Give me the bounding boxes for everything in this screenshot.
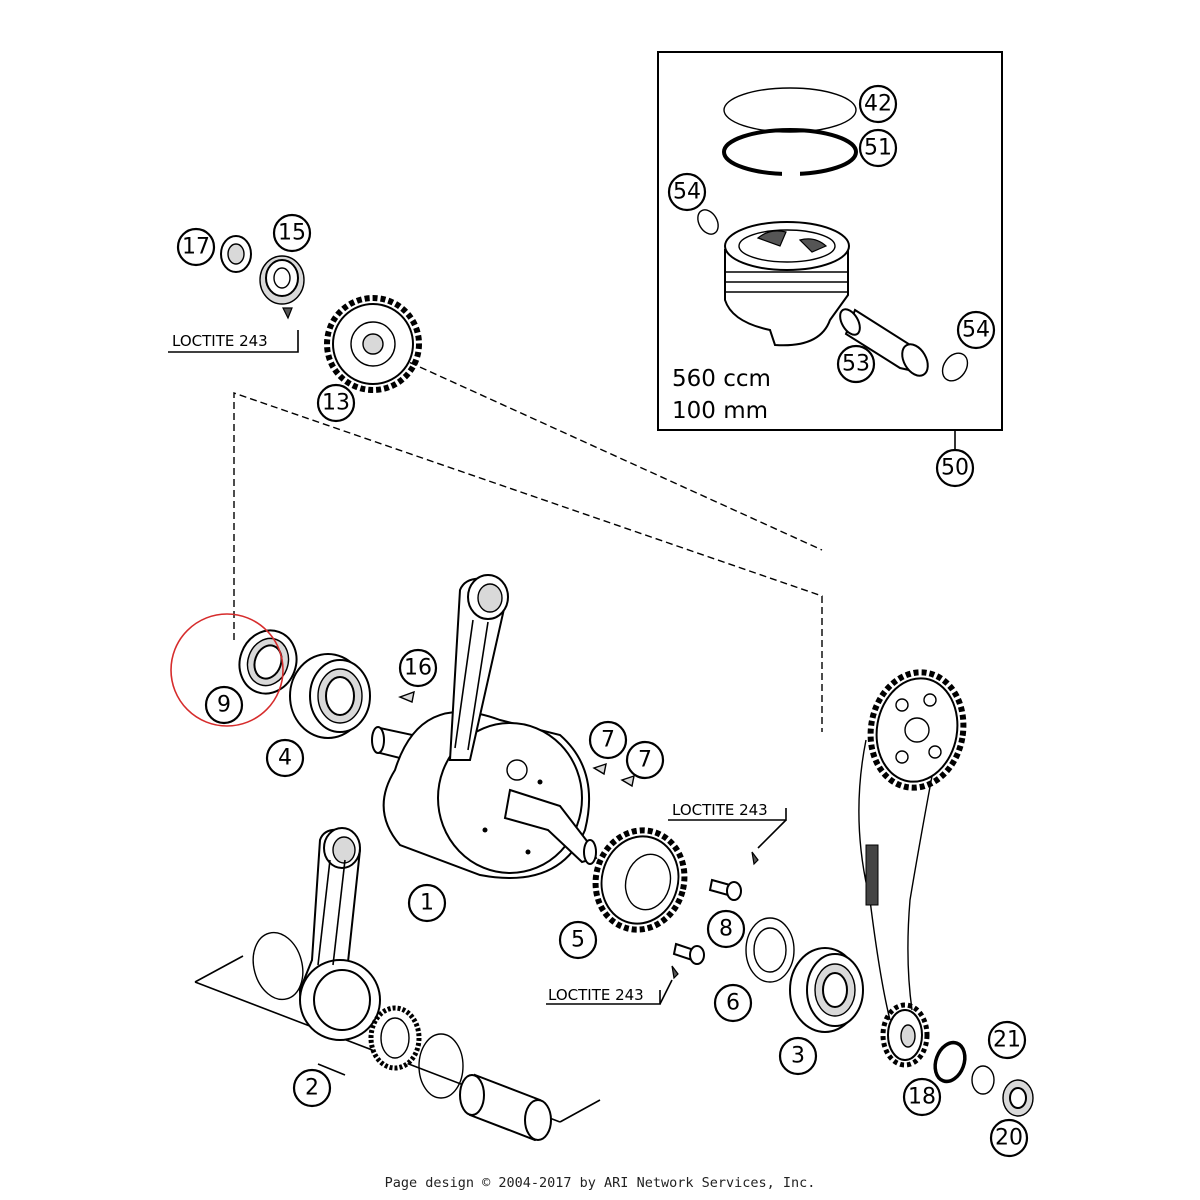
camshaft-sprocket <box>867 669 967 791</box>
svg-text:8: 8 <box>719 917 733 942</box>
callout-51[interactable]: 51 <box>858 128 898 168</box>
piston-pin-circlip-left <box>697 209 719 235</box>
svg-text:9: 9 <box>217 693 231 718</box>
svg-text:50: 50 <box>941 456 969 481</box>
callout-6[interactable]: 6 <box>713 983 753 1023</box>
woodruff-key-b <box>620 774 635 788</box>
callout-1[interactable]: 1 <box>407 883 447 923</box>
collar-nut <box>1002 1079 1034 1117</box>
svg-text:6: 6 <box>726 991 740 1016</box>
svg-text:54: 54 <box>673 180 701 205</box>
svg-text:53: 53 <box>842 352 870 377</box>
callout-53[interactable]: 53 <box>836 344 876 384</box>
screw-lower <box>671 942 705 980</box>
callout-13[interactable]: 13 <box>316 383 356 423</box>
crankshaft <box>371 710 598 879</box>
svg-text:4: 4 <box>278 746 292 771</box>
svg-text:16: 16 <box>404 656 432 681</box>
piston-kit-box: 560 ccm 100 mm <box>657 51 1003 450</box>
shim-washer <box>745 917 795 983</box>
oil-seal-small <box>220 235 252 273</box>
callout-9[interactable]: 9 <box>204 685 244 725</box>
svg-text:15: 15 <box>278 221 306 246</box>
loctite-label-bottom: LOCTITE 243 <box>548 986 644 1004</box>
timing-gear-upper <box>324 295 422 393</box>
svg-text:18: 18 <box>908 1085 936 1110</box>
svg-text:3: 3 <box>791 1044 805 1069</box>
svg-text:2: 2 <box>305 1076 319 1101</box>
callout-5[interactable]: 5 <box>558 920 598 960</box>
svg-text:13: 13 <box>322 391 350 416</box>
callout-42[interactable]: 42 <box>858 84 898 124</box>
highlight-circle <box>170 613 284 727</box>
svg-text:7: 7 <box>601 728 615 753</box>
woodruff-key-a <box>592 762 607 776</box>
loctite-label-right: LOCTITE 243 <box>672 801 768 819</box>
piston-pin-circlip-right <box>941 352 969 382</box>
piston <box>724 221 850 347</box>
connecting-rod-kit <box>252 827 552 1142</box>
piston-ring-top <box>723 87 857 133</box>
svg-text:5: 5 <box>571 928 585 953</box>
circlip <box>933 1040 967 1084</box>
callout-21[interactable]: 21 <box>987 1020 1027 1060</box>
callout-17[interactable]: 17 <box>176 227 216 267</box>
callout-16[interactable]: 16 <box>398 648 438 688</box>
main-bearing-left <box>289 653 371 739</box>
loctite-label-top: LOCTITE 243 <box>172 332 268 350</box>
callout-8[interactable]: 8 <box>706 909 746 949</box>
crank-sprocket <box>880 1002 930 1068</box>
displacement-label: 560 ccm <box>672 366 771 392</box>
callout-7-left[interactable]: 7 <box>588 720 628 760</box>
callout-20[interactable]: 20 <box>989 1118 1029 1158</box>
screw-upper <box>708 851 759 901</box>
svg-text:17: 17 <box>182 235 210 260</box>
callout-3[interactable]: 3 <box>778 1036 818 1076</box>
svg-text:7: 7 <box>638 748 652 773</box>
callout-15[interactable]: 15 <box>272 213 312 253</box>
balancer-drive-gear <box>259 255 305 320</box>
washer-small <box>971 1065 995 1095</box>
callout-2[interactable]: 2 <box>292 1068 332 1108</box>
connecting-rod-upper <box>448 574 509 761</box>
svg-text:42: 42 <box>864 92 892 117</box>
bore-label: 100 mm <box>672 398 768 424</box>
timing-gear-lower <box>592 827 688 933</box>
callout-54-left[interactable]: 54 <box>667 172 707 212</box>
piston-pin <box>839 308 929 377</box>
main-bearing-right <box>789 947 864 1033</box>
callout-50[interactable]: 50 <box>935 448 975 488</box>
footer-copyright: Page design © 2004-2017 by ARI Network S… <box>384 1175 816 1191</box>
callout-4[interactable]: 4 <box>265 738 305 778</box>
svg-text:20: 20 <box>995 1126 1023 1151</box>
svg-text:54: 54 <box>962 318 990 343</box>
callout-18[interactable]: 18 <box>902 1077 942 1117</box>
callout-7-right[interactable]: 7 <box>625 740 665 780</box>
svg-text:1: 1 <box>420 891 434 916</box>
svg-text:21: 21 <box>993 1028 1021 1053</box>
callout-54-right[interactable]: 54 <box>956 310 996 350</box>
timing-chain <box>858 739 936 1021</box>
svg-text:51: 51 <box>864 136 892 161</box>
woodruff-key <box>398 690 415 703</box>
